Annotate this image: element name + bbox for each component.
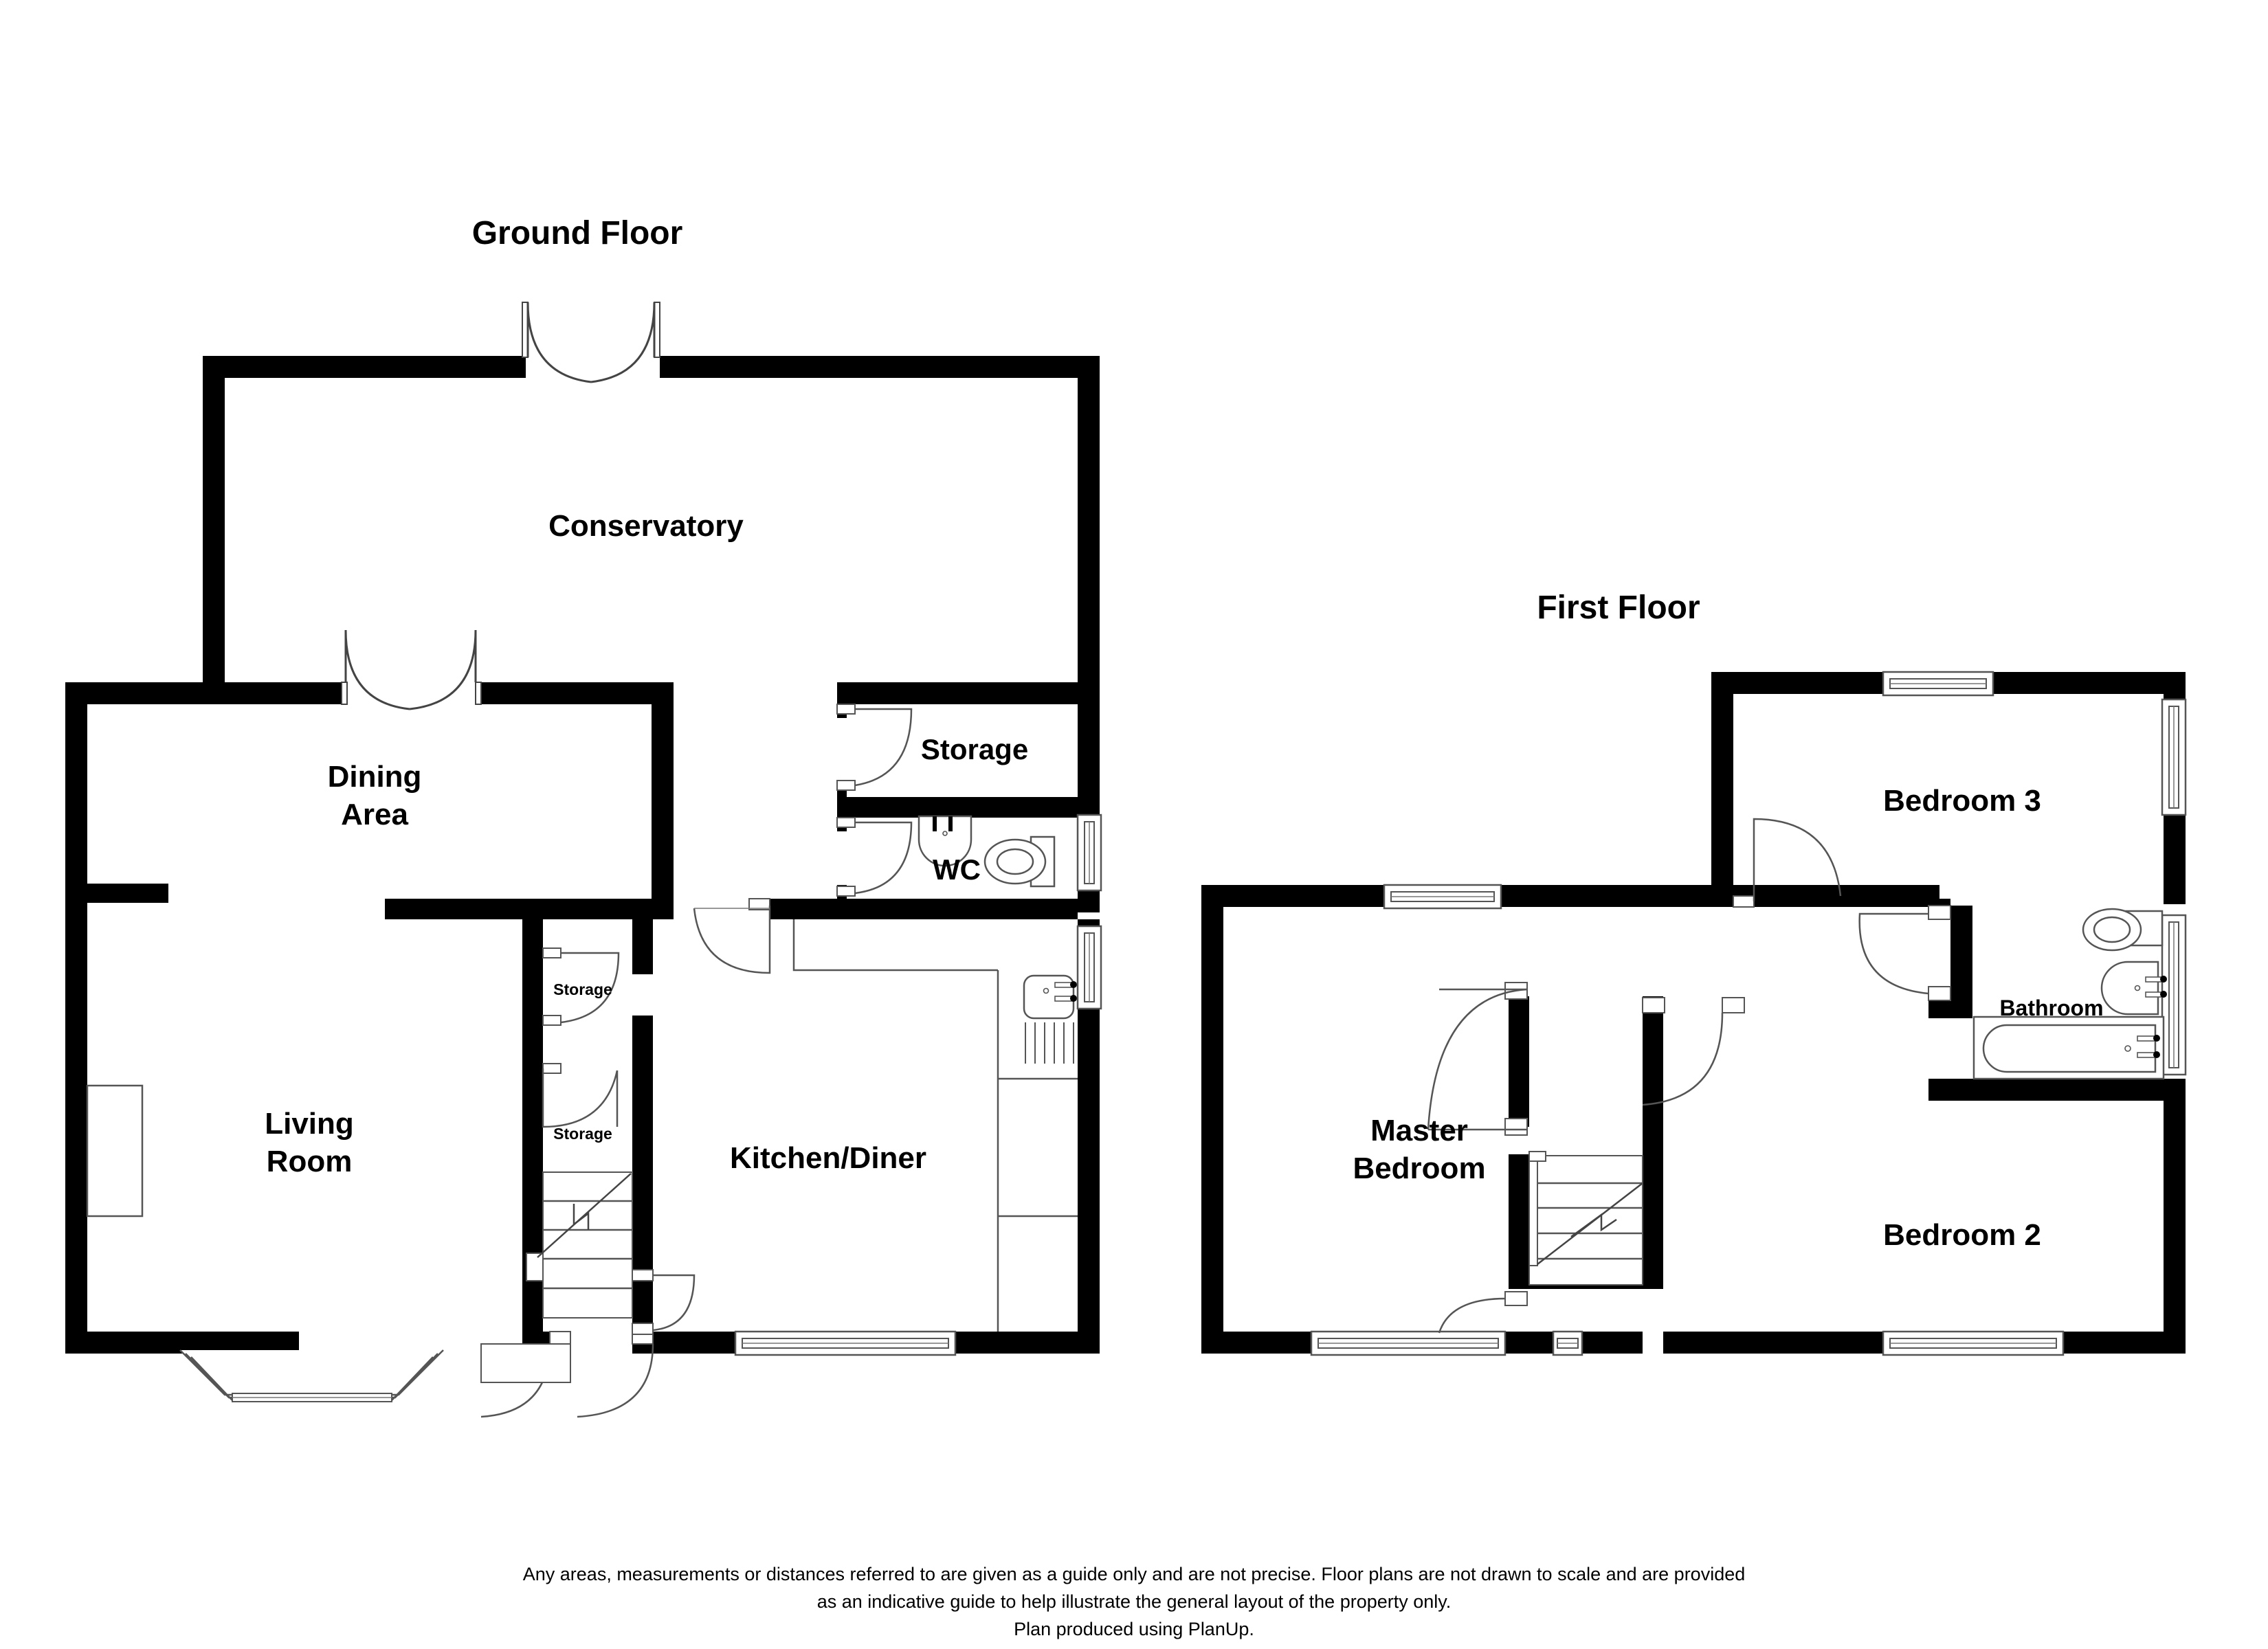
wc-door xyxy=(836,817,913,897)
window-master-bottom xyxy=(1310,1330,1507,1356)
wc-toilet-icon xyxy=(983,835,1056,888)
door-master-bedroom xyxy=(1427,982,1528,1136)
label-bathroom: Bathroom xyxy=(1999,996,2103,1020)
under-stair-storage-2 xyxy=(542,1063,619,1128)
label-living-line1: Living xyxy=(265,1107,354,1141)
storage-door-upper xyxy=(836,704,913,791)
label-storage-mid: Storage xyxy=(553,980,612,998)
label-dining-line2: Area xyxy=(341,798,408,831)
window-bedroom3-right xyxy=(2161,698,2187,816)
label-bedroom-2: Bedroom 2 xyxy=(1883,1218,2041,1252)
first-floor-plan: Bedroom 3 Bathroom Master Bedroom Bedroo… xyxy=(1201,671,2187,1356)
living-room-fireplace xyxy=(86,1084,144,1218)
label-storage-low: Storage xyxy=(553,1125,612,1143)
bay-window xyxy=(179,1349,444,1402)
hall-door-bottom xyxy=(632,1269,696,1335)
window-wc-right xyxy=(1076,814,1102,892)
window-landing-bottom xyxy=(1552,1330,1583,1356)
under-stair-storage xyxy=(542,947,620,1026)
kitchen-worktop xyxy=(792,919,1078,1332)
window-kitchen-right xyxy=(1076,925,1102,1010)
label-living-line2: Room xyxy=(267,1145,353,1178)
label-wc: WC xyxy=(933,853,981,886)
storage-wc-walls xyxy=(837,682,1078,919)
hall-kitchen-door xyxy=(693,898,771,974)
kitchen-drainer-icon xyxy=(1025,1022,1074,1064)
first-floor-title: First Floor xyxy=(1537,590,1700,626)
door-stair-bottom xyxy=(1438,1291,1528,1334)
window-kitchen-bottom xyxy=(734,1330,957,1356)
footer-line-1: Any areas, measurements or distances ref… xyxy=(523,1564,1746,1584)
door-bedroom3 xyxy=(1733,818,1842,908)
wc-basin-icon xyxy=(918,815,972,867)
dining-double-door xyxy=(341,629,482,710)
footer-line-2: as an indicative guide to help illustrat… xyxy=(817,1591,1452,1612)
conservatory-double-door xyxy=(522,302,660,383)
window-bedroom3-top xyxy=(1882,671,1994,697)
dining-living-walls xyxy=(65,682,1100,1354)
first-floor-labels: Bedroom 3 Bathroom Master Bedroom Bedroo… xyxy=(1353,784,2103,1252)
door-bedroom2 xyxy=(1642,997,1745,1106)
ground-floor-labels: Conservatory Dining Area Living Room Kit… xyxy=(265,509,1028,1178)
door-bathroom xyxy=(1858,905,1951,1001)
disclaimer-footer: Any areas, measurements or distances ref… xyxy=(523,1564,1746,1639)
window-bedroom2-bottom xyxy=(1882,1330,2065,1356)
label-storage-upper: Storage xyxy=(921,733,1028,765)
ground-staircase xyxy=(526,1171,633,1319)
first-floor-walls xyxy=(1201,672,2186,1354)
ground-floor-title: Ground Floor xyxy=(472,215,683,251)
label-master-line1: Master xyxy=(1370,1114,1468,1147)
first-staircase xyxy=(1528,1151,1643,1286)
ground-floor-plan: Conservatory Dining Area Living Room Kit… xyxy=(65,302,1102,1418)
label-conservatory: Conservatory xyxy=(548,509,744,543)
label-dining-line1: Dining xyxy=(328,760,422,794)
bathroom-bath-icon xyxy=(1972,1016,2165,1080)
label-bedroom-3: Bedroom 3 xyxy=(1883,784,2041,818)
bathroom-toilet-icon xyxy=(2082,908,2164,952)
label-master-line2: Bedroom xyxy=(1353,1152,1485,1185)
kitchen-sink-icon xyxy=(1023,974,1077,1020)
footer-line-3: Plan produced using PlanUp. xyxy=(1014,1619,1254,1639)
bathroom-basin-icon xyxy=(2100,961,2167,1016)
window-master-top xyxy=(1383,884,1502,910)
label-kitchen-diner: Kitchen/Diner xyxy=(730,1141,926,1175)
